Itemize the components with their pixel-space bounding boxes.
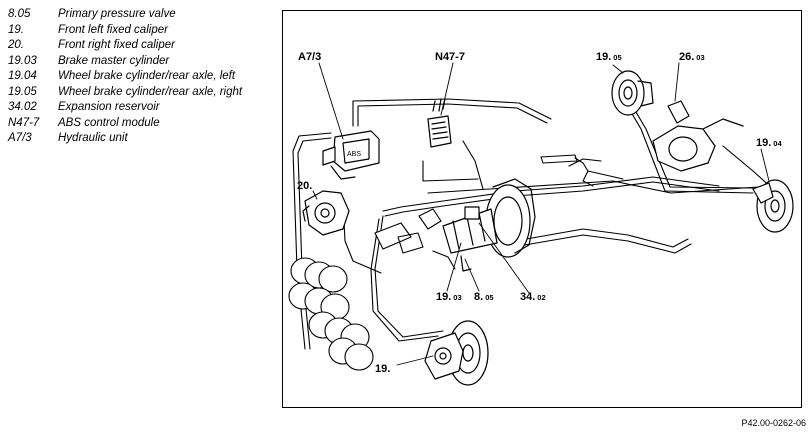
label-sub: 03 [453, 293, 462, 302]
legend-code: 19.03 [8, 54, 37, 67]
label-main: 19. [436, 291, 452, 303]
label-differential: 26.03 [679, 51, 705, 63]
legend-desc: Hydraulic unit [58, 132, 128, 144]
label-front-left-caliper: 19. [375, 363, 391, 375]
legend-code: 8.05 [8, 8, 31, 20]
label-main: 19. [596, 51, 612, 63]
svg-text:ABS: ABS [347, 151, 361, 158]
legend-code: N47-7 [8, 116, 40, 129]
engine-block [288, 257, 374, 371]
figure-reference: P42.00-0262-06 [741, 418, 806, 428]
label-sub: 03 [696, 53, 705, 62]
legend-desc: Primary pressure valve [58, 8, 176, 20]
label-rear-left-cylinder: 19.04 [756, 137, 782, 149]
legend-desc: Front left fixed caliper [58, 23, 168, 36]
label-main: 8. [474, 291, 484, 303]
label-sub: 05 [613, 53, 622, 62]
label-rear-right-cylinder: 19.05 [596, 51, 622, 63]
legend-code: 20. [8, 39, 24, 51]
label-expansion-reservoir: 34.02 [520, 291, 546, 303]
legend-row: A7/3 Hydraulic unit [8, 131, 270, 147]
legend-desc: Brake master cylinder [58, 54, 170, 67]
legend-row: N47-7 ABS control module [8, 116, 270, 132]
label-main: 34. [520, 291, 536, 303]
hydraulic-unit: ABS [322, 130, 380, 180]
brake-booster [442, 178, 536, 272]
rear-differential [652, 100, 744, 172]
parking-brake-lever [540, 154, 624, 187]
pedal-assembly [374, 208, 456, 270]
legend-code: 19.05 [8, 85, 37, 98]
front-left-wheel [424, 320, 489, 386]
label-hydraulic-unit: A7/3 [298, 51, 322, 63]
legend-desc: ABS control module [58, 116, 160, 129]
label-brake-master-cylinder: 19.03 [436, 291, 462, 303]
rear-right-wheel [611, 70, 654, 116]
label-front-right-caliper: 20. [297, 180, 313, 192]
legend-row: 34.02 Expansion reservoir [8, 100, 270, 116]
legend: 8.05 Primary pressure valve 19. Front left… [8, 7, 270, 147]
legend-code: 19. [8, 23, 24, 36]
legend-row: 20. Front right fixed caliper [8, 38, 270, 54]
brake-system-diagram: ABS [282, 10, 802, 408]
label-primary-pressure-valve: 8.05 [474, 291, 494, 303]
label-sub: 05 [485, 293, 494, 302]
label-sub: 04 [773, 139, 782, 148]
abs-control-module [427, 98, 452, 148]
legend-code: 34.02 [8, 101, 37, 113]
legend-desc: Expansion reservoir [58, 101, 160, 113]
legend-row: 19. Front left fixed caliper [8, 23, 270, 39]
front-right-caliper [302, 190, 350, 236]
label-main: 19. [756, 137, 772, 149]
leader-lines [312, 62, 770, 366]
label-abs-control-module: N47-7 [435, 51, 465, 63]
legend-row: 19.03 Brake master cylinder [8, 54, 270, 70]
rear-left-wheel [752, 179, 794, 233]
label-sub: 02 [537, 293, 546, 302]
legend-code: 19.04 [8, 70, 37, 82]
label-main: 26. [679, 51, 695, 63]
legend-row: 19.05 Wheel brake cylinder/rear axle, rig… [8, 85, 270, 101]
brake-diagram-drawing: ABS [288, 62, 794, 386]
legend-desc: Wheel brake cylinder/rear axle, right [58, 85, 243, 98]
legend-row: 19.04 Wheel brake cylinder/rear axle, lef… [8, 69, 270, 85]
legend-desc: Wheel brake cylinder/rear axle, left [58, 70, 236, 82]
legend-code: A7/3 [8, 132, 32, 144]
legend-row: 8.05 Primary pressure valve [8, 7, 270, 23]
legend-desc: Front right fixed caliper [58, 39, 175, 51]
